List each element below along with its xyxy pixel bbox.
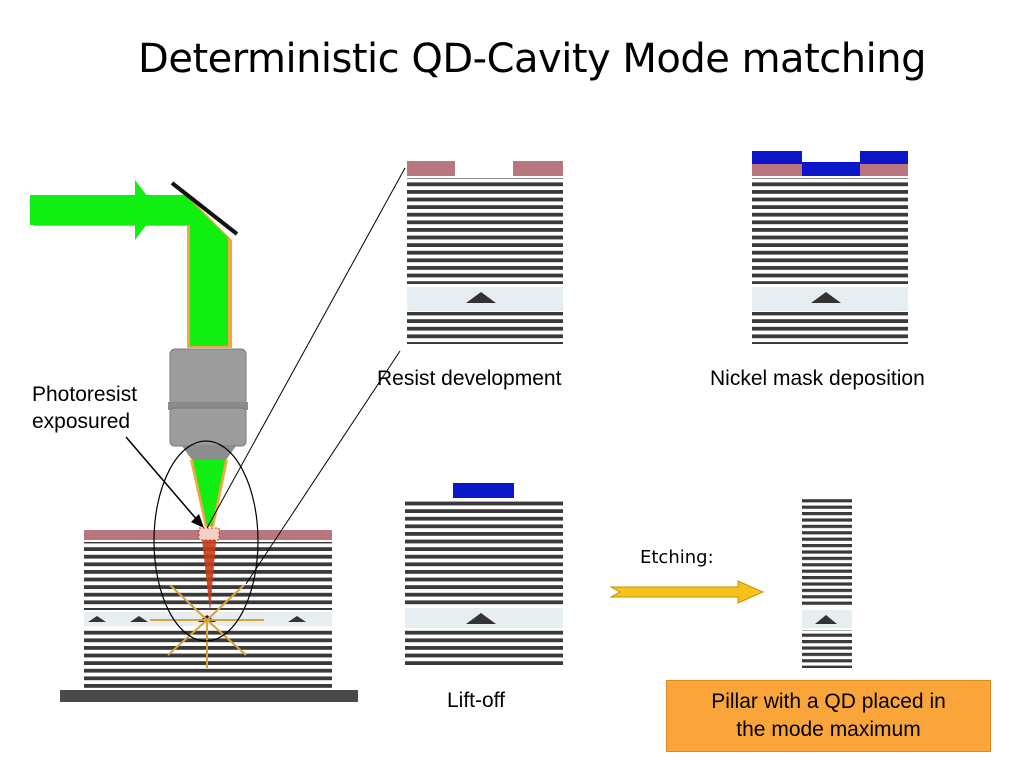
- quantum-dot: [466, 292, 496, 303]
- quantum-dot: [815, 615, 837, 624]
- pointer-arrowhead: [191, 514, 204, 528]
- slide-title: Deterministic QD-Cavity Mode matching: [138, 36, 926, 82]
- nickel-mask-label: Nickel mask deposition: [710, 367, 925, 390]
- lift-off-label: Lift-off: [447, 689, 505, 712]
- step-resist-development: [407, 161, 563, 344]
- emission-rays: [150, 584, 264, 668]
- quantum-dot: [288, 616, 306, 622]
- etching-arrow: [609, 580, 765, 604]
- exposed-resist-spot: [198, 527, 220, 541]
- substrate: [60, 690, 358, 702]
- exposed-cone: [201, 530, 217, 612]
- mirror: [170, 181, 239, 236]
- laser-beam: [30, 180, 232, 348]
- zoom-ellipse: [153, 440, 259, 642]
- resist-development-label: Resist development: [377, 367, 562, 390]
- zoom-line: [206, 167, 406, 529]
- pillar: [802, 498, 852, 668]
- beam-arrowhead: [135, 180, 158, 240]
- quantum-dot: [88, 616, 106, 622]
- step-lift-off: [405, 483, 563, 668]
- step-nickel-mask: [752, 151, 908, 344]
- photoresist-label-line1: Photoresist: [32, 383, 138, 406]
- pillar-note: Pillar with a QD placed in the mode maxi…: [666, 680, 991, 752]
- zoom-line: [245, 350, 401, 585]
- pillar-note-line2: the mode maximum: [736, 718, 921, 741]
- etching-label: Etching:: [640, 547, 714, 568]
- photoresist-label-line2: exposured: [32, 410, 131, 433]
- quantum-dot: [130, 616, 148, 622]
- pillar-note-line1: Pillar with a QD placed in: [711, 690, 946, 713]
- quantum-dot: [466, 613, 496, 624]
- focused-beam: [193, 460, 225, 525]
- pointer-arrow: [125, 436, 199, 522]
- photoresist-label: Photoresist exposured: [32, 381, 137, 435]
- objective-lens: [168, 348, 248, 460]
- quantum-dot: [811, 292, 841, 303]
